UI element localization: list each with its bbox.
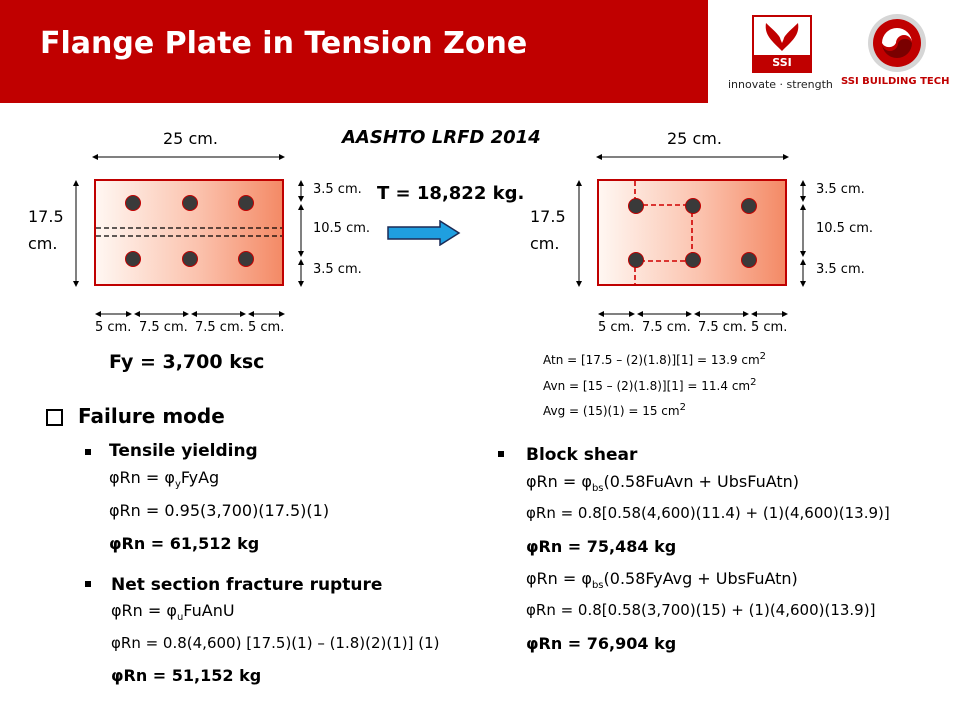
right-mid-label: 10.5 cm.: [816, 221, 874, 236]
design-code: AASHTO LRFD 2014: [342, 127, 541, 148]
block-shear-heading: Block shear: [526, 445, 638, 465]
left-edge-bottom-label: 3.5 cm.: [313, 262, 362, 277]
ssi-logo-text: SSI: [754, 55, 810, 71]
block-formula-1: φRn = φbs(0.58FuAvn + UbsFuAtn): [526, 472, 800, 495]
bolt: [182, 195, 198, 211]
left-edge-top-label: 3.5 cm.: [313, 182, 362, 197]
left-spacing-label: 5 cm.: [95, 320, 132, 335]
net-section-heading: Net section fracture rupture: [111, 575, 383, 595]
bolt: [182, 251, 198, 267]
bolt: [238, 251, 254, 267]
avg-area: Avg = (15)(1) = 15 cm2: [543, 402, 686, 418]
left-mid-label: 10.5 cm.: [313, 221, 371, 236]
left-height-label-unit: cm.: [28, 234, 58, 253]
bolt: [125, 251, 141, 267]
tensile-formula: φRn = φyFyAg: [109, 468, 220, 491]
bolt: [238, 195, 254, 211]
bullet-icon: [85, 581, 91, 587]
left-spacing-label: 7.5 cm.: [195, 320, 244, 335]
net-result: φRn = 51,152 kg: [111, 666, 262, 685]
bolt: [741, 252, 757, 268]
bolt: [125, 195, 141, 211]
ssi-logo-mark-icon: [765, 21, 799, 51]
net-section-dashed-lines: [96, 227, 282, 237]
tensile-substitution: φRn = 0.95(3,700)(17.5)(1): [109, 501, 330, 520]
right-spacing-label: 5 cm.: [598, 320, 635, 335]
bolt: [685, 198, 701, 214]
checkbox-icon: [46, 409, 63, 426]
avn-area: Avn = [15 – (2)(1.8)][1] = 11.4 cm2: [543, 377, 757, 393]
bolt: [741, 198, 757, 214]
tension-load: T = 18,822 kg.: [377, 183, 525, 204]
left-height-label-value: 17.5: [28, 207, 64, 226]
net-substitution: φRn = 0.8(4,600) [17.5)(1) – (1.8)(2)(1)…: [111, 634, 440, 652]
net-formula: φRn = φuFuAnU: [111, 601, 235, 624]
load-arrow-icon: [387, 220, 461, 246]
bolt: [628, 252, 644, 268]
right-spacing-label: 7.5 cm.: [642, 320, 691, 335]
left-spacing-label: 5 cm.: [248, 320, 285, 335]
bolt: [628, 198, 644, 214]
left-width-label: 25 cm.: [163, 129, 218, 148]
yield-strength: Fy = 3,700 ksc: [109, 351, 265, 373]
right-height-label-value: 17.5: [530, 207, 566, 226]
building-tech-text: SSI BUILDING TECH: [841, 76, 950, 87]
page-title: Flange Plate in Tension Zone: [40, 26, 528, 61]
block-formula-2: φRn = φbs(0.58FyAvg + UbsFuAtn): [526, 569, 798, 592]
tensile-yielding-heading: Tensile yielding: [109, 441, 258, 461]
tensile-result: φRn = 61,512 kg: [109, 534, 260, 553]
right-spacing-label: 5 cm.: [751, 320, 788, 335]
failure-mode-heading: Failure mode: [78, 404, 225, 428]
right-spacing-label: 7.5 cm.: [698, 320, 747, 335]
block-result-1: φRn = 75,484 kg: [526, 537, 677, 556]
right-edge-bottom-label: 3.5 cm.: [816, 262, 865, 277]
ssi-logo: SSI: [752, 15, 812, 73]
right-height-label-unit: cm.: [530, 234, 560, 253]
title-bar: [0, 0, 708, 103]
bullet-icon: [498, 451, 504, 457]
block-result-2: φRn = 76,904 kg: [526, 634, 677, 653]
right-edge-top-label: 3.5 cm.: [816, 182, 865, 197]
bolt: [685, 252, 701, 268]
right-width-label: 25 cm.: [667, 129, 722, 148]
block-substitution-1: φRn = 0.8[0.58(4,600)(11.4) + (1)(4,600)…: [526, 504, 890, 522]
block-shear-path-lines: [634, 181, 693, 284]
atn-area: Atn = [17.5 – (2)(1.8)][1] = 13.9 cm2: [543, 351, 767, 367]
block-substitution-2: φRn = 0.8[0.58(3,700)(15) + (1)(4,600)(1…: [526, 601, 876, 619]
bullet-icon: [85, 449, 91, 455]
ssi-building-tech-logo-icon: [868, 14, 926, 72]
logo-tagline: innovate · strength: [728, 78, 833, 91]
left-spacing-label: 7.5 cm.: [139, 320, 188, 335]
